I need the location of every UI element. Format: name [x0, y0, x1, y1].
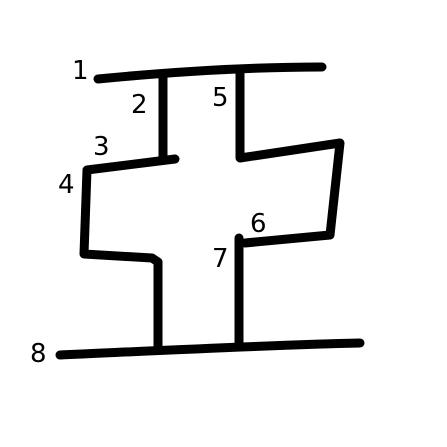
stroke-number-7: 7 — [212, 244, 229, 274]
stroke-number-2: 2 — [131, 90, 148, 120]
stroke-1-top-bar — [93, 62, 327, 84]
stroke-number-5: 5 — [212, 83, 229, 113]
stroke-4-left-arm — [79, 154, 180, 355]
stroke-number-1: 1 — [72, 56, 89, 86]
stroke-number-4: 4 — [58, 170, 75, 200]
stroke-number-8: 8 — [30, 339, 47, 369]
stroke-8-bottom-bar — [55, 338, 365, 360]
stroke-number-6: 6 — [250, 209, 267, 239]
stroke-number-3: 3 — [93, 132, 110, 162]
stroke-5-right-arm — [235, 69, 345, 248]
